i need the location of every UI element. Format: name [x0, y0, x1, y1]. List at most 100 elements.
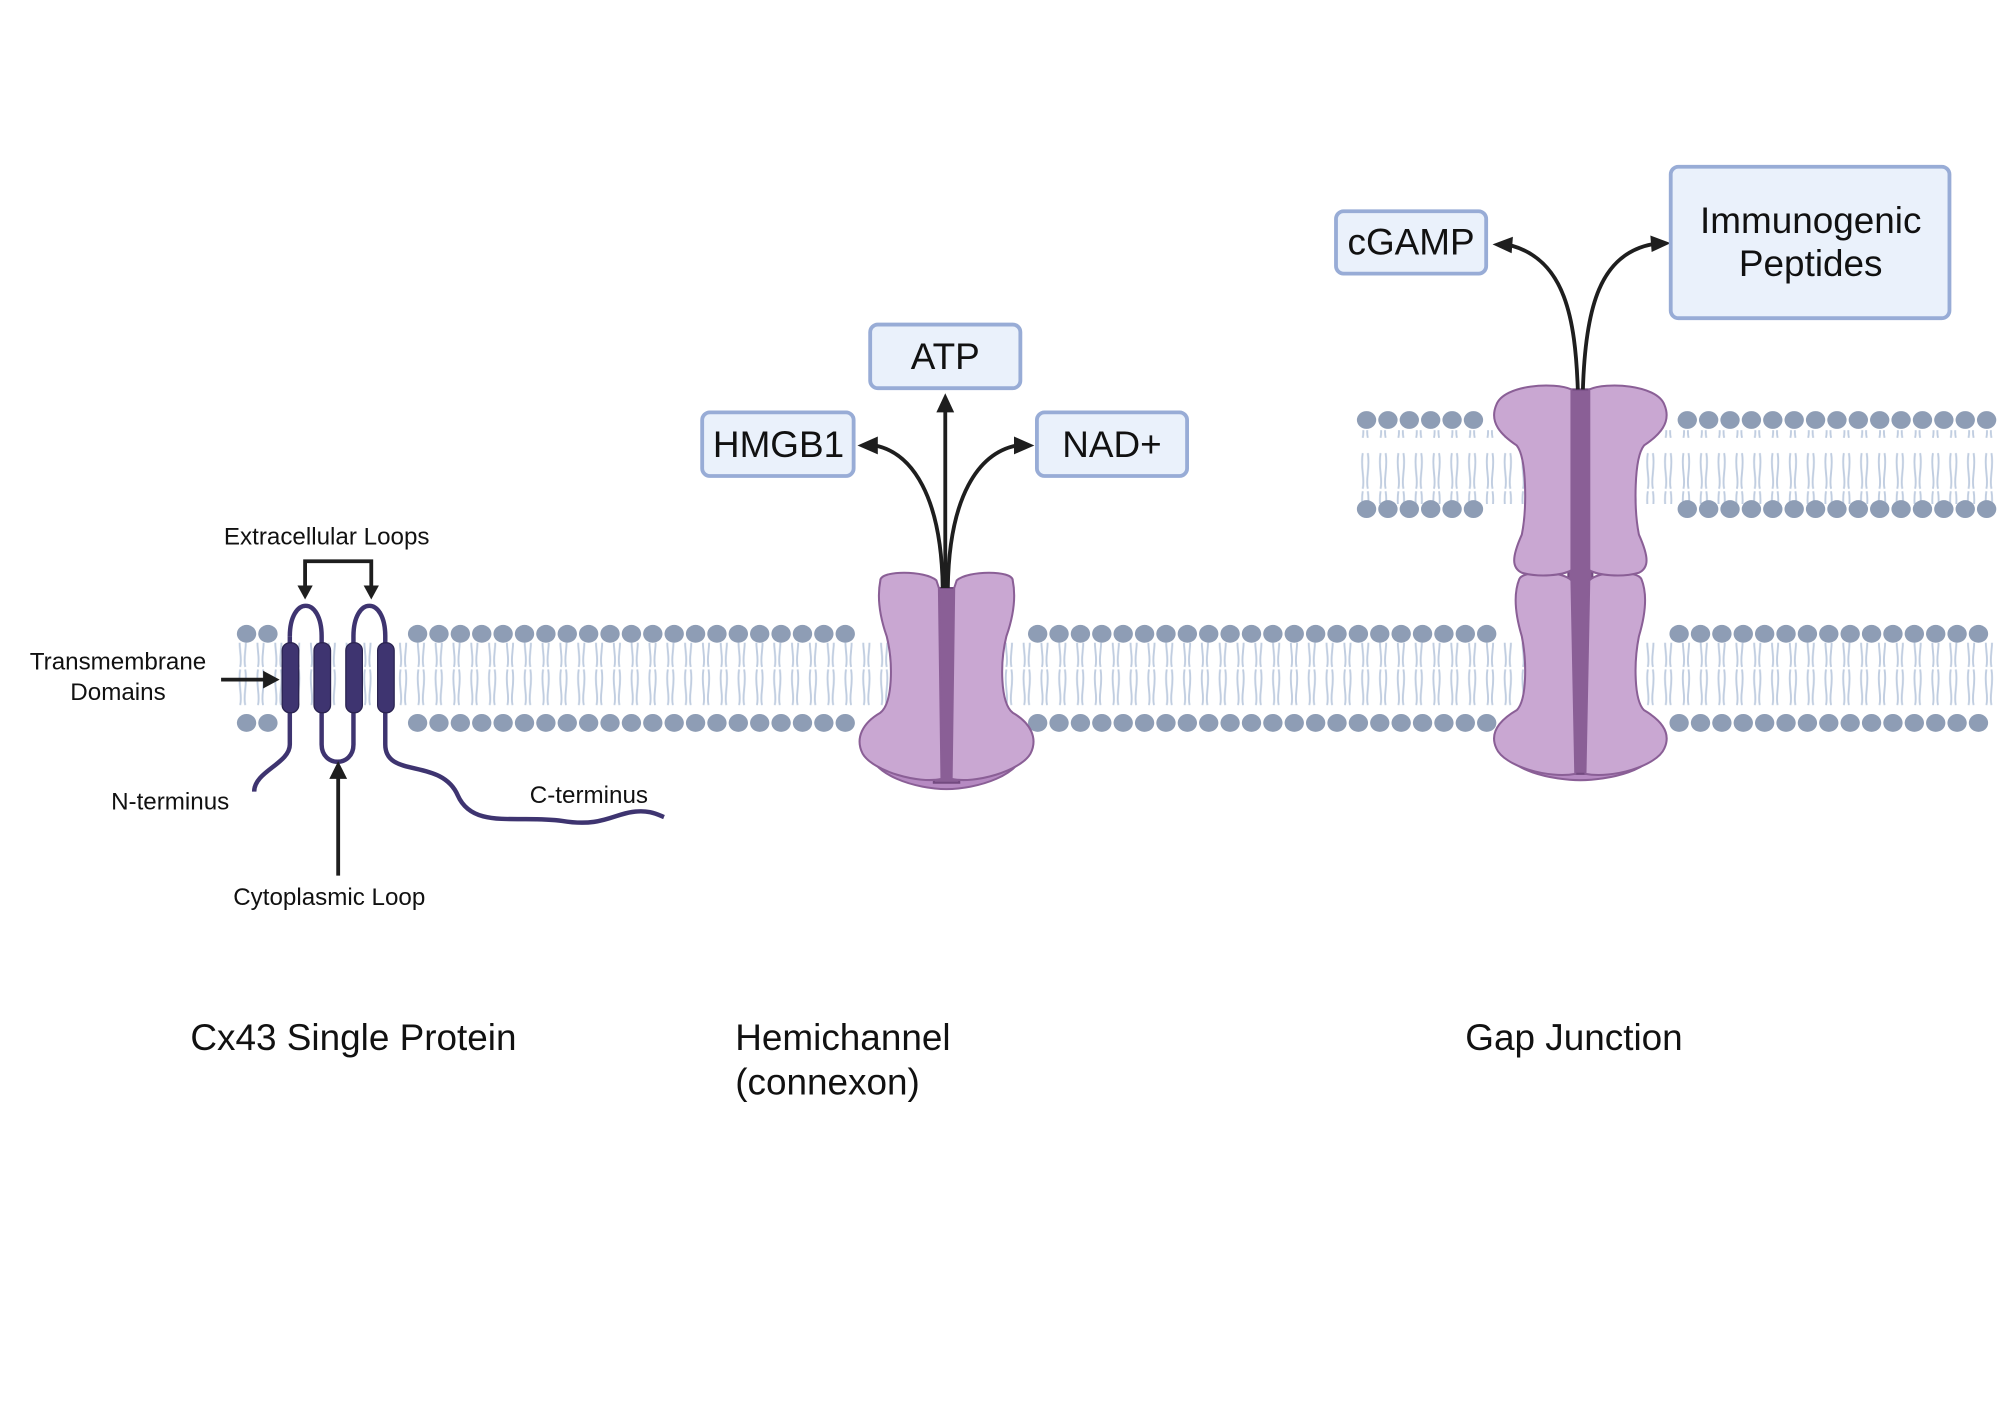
lower-lipid-bottom-head — [1712, 714, 1732, 732]
hemichannel: ATP HMGB1 NAD+ Hemichannel (connexon) — [700, 322, 1189, 1103]
lower-lipid-bottom-head — [236, 714, 257, 732]
lower-lipid-bottom-head — [685, 714, 706, 732]
extracellular-loops-label: Extracellular Loops — [224, 524, 430, 551]
upper-membrane-heads — [1356, 411, 1997, 518]
lower-lipid-top-head — [514, 624, 535, 643]
upper-lipid-top-head — [1870, 411, 1890, 429]
lower-lipid-top-head — [1284, 624, 1304, 643]
cytoplasmic-arrowhead — [329, 761, 348, 779]
extracellular-bracket — [303, 559, 374, 588]
lower-lipid-top-head — [1797, 624, 1818, 643]
lower-lipid-bottom-head — [493, 714, 513, 732]
gap-junction-lower-left — [1493, 571, 1577, 776]
lower-lipid-top-head — [472, 624, 492, 643]
nad-arrowhead — [1014, 436, 1035, 455]
transmembrane-label-line1: Transmembrane — [30, 648, 206, 675]
lower-lipid-top-head — [258, 624, 278, 643]
lower-lipid-top-head — [750, 624, 770, 643]
upper-lipid-bottom-head — [1955, 500, 1975, 518]
upper-lipid-bottom-head — [1827, 500, 1847, 518]
upper-membrane — [1356, 411, 1998, 518]
lower-lipid-bottom-head — [750, 714, 770, 732]
lower-lipid-bottom-head — [600, 714, 620, 732]
lower-lipid-bottom-head — [728, 714, 749, 732]
lower-lipid-top-head — [1092, 624, 1112, 643]
lower-lipid-bottom-head — [1113, 714, 1133, 732]
lower-lipid-bottom-head — [1861, 714, 1882, 732]
lower-lipid-bottom-head — [664, 714, 684, 732]
lower-lipid-bottom-head — [1199, 714, 1219, 732]
lower-lipid-bottom-head — [1968, 714, 1989, 732]
lower-lipid-top-head — [236, 624, 257, 643]
atp-arrowhead — [936, 393, 955, 413]
hemichannel-caption-line2: (connexon) — [735, 1062, 920, 1103]
upper-lipid-top-head — [1698, 411, 1719, 429]
lower-lipid-top-head — [1926, 624, 1946, 643]
upper-lipid-top-head — [1399, 411, 1419, 429]
upper-lipid-top-head — [1720, 411, 1740, 429]
n-terminus-label: N-terminus — [111, 788, 229, 815]
lower-membrane-heads — [236, 624, 1989, 732]
lower-lipid-bottom-head — [1049, 714, 1069, 732]
single-protein-caption: Cx43 Single Protein — [190, 1017, 516, 1058]
lower-lipid-bottom-head — [1070, 714, 1091, 732]
lower-lipid-bottom-head — [1776, 714, 1796, 732]
upper-lipid-top-head — [1827, 411, 1847, 429]
lower-lipid-top-head — [1947, 624, 1967, 643]
lower-lipid-top-head — [407, 624, 428, 643]
upper-lipid-top-head — [1356, 411, 1377, 429]
lower-lipid-top-head — [1434, 624, 1454, 643]
cx43-single-protein: Extracellular Loops Transmembrane Domain… — [30, 524, 665, 1058]
lower-lipid-bottom-head — [814, 714, 834, 732]
nad-label: NAD+ — [1062, 424, 1161, 465]
lower-lipid-top-head — [1156, 624, 1176, 643]
upper-lipid-top-head — [1741, 411, 1762, 429]
lower-lipid-bottom-head — [1412, 714, 1433, 732]
transmembrane-helix-4 — [376, 642, 395, 714]
lower-lipid-bottom-head — [1263, 714, 1283, 732]
lower-lipid-bottom-head — [407, 714, 428, 732]
upper-lipid-bottom-head — [1912, 500, 1933, 518]
lower-lipid-bottom-head — [536, 714, 556, 732]
lower-lipid-top-head — [771, 624, 791, 643]
upper-lipid-bottom-head — [1463, 500, 1484, 518]
cgamp-label: cGAMP — [1348, 222, 1475, 263]
lower-lipid-top-head — [1241, 624, 1262, 643]
lower-lipid-bottom-head — [578, 714, 599, 732]
lower-lipid-top-head — [493, 624, 513, 643]
lower-lipid-top-head — [1134, 624, 1155, 643]
upper-lipid-top-head — [1912, 411, 1933, 429]
lower-lipid-top-head — [1305, 624, 1326, 643]
hmgb1-label: HMGB1 — [713, 424, 844, 465]
atp-label: ATP — [911, 336, 980, 377]
extracellular-arrowhead-2 — [363, 585, 379, 600]
lower-lipid-top-head — [1370, 624, 1390, 643]
transmembrane-label-line2: Domains — [70, 679, 165, 706]
upper-lipid-top-head — [1976, 411, 1997, 429]
lower-lipid-top-head — [1263, 624, 1283, 643]
upper-lipid-bottom-head — [1934, 500, 1954, 518]
lower-lipid-top-head — [429, 624, 449, 643]
upper-lipid-bottom-head — [1784, 500, 1804, 518]
lower-lipid-top-head — [643, 624, 663, 643]
lower-lipid-top-head — [1904, 624, 1924, 643]
immunogenic-label: Immunogenic — [1700, 200, 1921, 241]
lower-lipid-top-head — [664, 624, 684, 643]
upper-lipid-bottom-head — [1378, 500, 1398, 518]
lower-lipid-bottom-head — [514, 714, 535, 732]
upper-lipid-bottom-head — [1677, 500, 1697, 518]
protein-backbone — [287, 603, 665, 825]
lower-lipid-top-head — [1327, 624, 1347, 643]
gap-junction: cGAMP Immunogenic Peptides Gap Junction — [1334, 164, 1952, 1058]
lower-lipid-bottom-head — [450, 714, 471, 732]
upper-lipid-bottom-head — [1763, 500, 1783, 518]
upper-lipid-top-head — [1763, 411, 1783, 429]
lower-lipid-top-head — [1455, 624, 1475, 643]
lower-lipid-top-head — [1177, 624, 1198, 643]
lower-lipid-bottom-head — [1455, 714, 1475, 732]
upper-lipid-bottom-head — [1442, 500, 1462, 518]
lower-lipid-top-head — [450, 624, 471, 643]
lower-lipid-top-head — [1477, 624, 1497, 643]
lower-lipid-top-head — [1113, 624, 1133, 643]
lower-lipid-bottom-head — [1754, 714, 1775, 732]
